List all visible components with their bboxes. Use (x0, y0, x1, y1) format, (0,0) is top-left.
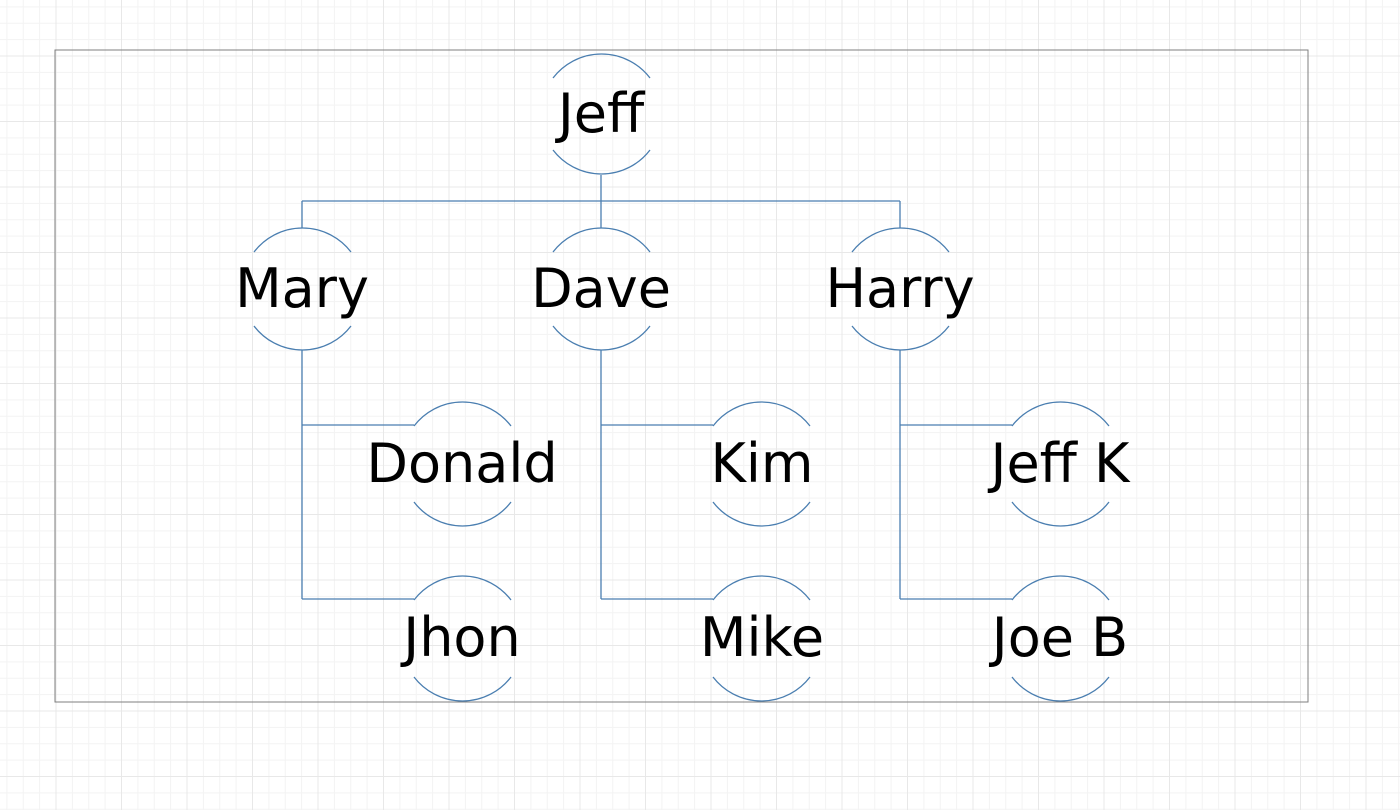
node-donald[interactable]: Donald (366, 401, 558, 527)
connector-mary-reports (301, 350, 414, 600)
node-harry[interactable]: Harry (825, 227, 975, 351)
node-arc-bottom (413, 501, 512, 527)
node-jeff[interactable]: Jeff (552, 53, 651, 175)
node-arc-bottom (552, 149, 651, 175)
connector-root-to-managers (301, 175, 901, 228)
node-mike[interactable]: Mike (700, 575, 824, 702)
node-arc-bottom (413, 676, 512, 702)
node-label: Jhon (400, 606, 520, 669)
node-arc-bottom (253, 325, 352, 351)
node-label: Joe B (989, 606, 1128, 669)
node-label: Dave (531, 257, 671, 320)
node-label: Jeff K (988, 432, 1132, 495)
node-jeff-k[interactable]: Jeff K (988, 401, 1132, 527)
node-arc-top (552, 227, 651, 253)
node-label: Mike (700, 606, 824, 669)
node-arc-top (851, 227, 950, 253)
node-label: Kim (710, 432, 813, 495)
node-arc-top (552, 53, 651, 79)
node-label: Donald (366, 432, 557, 495)
node-arc-bottom (1011, 501, 1110, 527)
node-mary[interactable]: Mary (235, 227, 369, 351)
node-label: Mary (235, 257, 369, 320)
connectors (301, 175, 1012, 600)
node-label: Jeff (555, 82, 646, 145)
node-arc-top (413, 401, 512, 427)
connector-dave-reports (600, 350, 713, 600)
node-arc-top (712, 401, 811, 427)
node-arc-bottom (851, 325, 950, 351)
node-jhon[interactable]: Jhon (400, 575, 521, 702)
node-arc-top (1011, 401, 1110, 427)
node-arc-top (413, 575, 512, 601)
node-arc-bottom (712, 676, 811, 702)
node-arc-top (1011, 575, 1110, 601)
node-arc-bottom (712, 501, 811, 527)
node-arc-bottom (552, 325, 651, 351)
node-joe-b[interactable]: Joe B (989, 575, 1128, 702)
connector-harry-reports (899, 350, 1012, 600)
node-kim[interactable]: Kim (710, 401, 814, 527)
diagram-frame (54, 49, 1309, 703)
node-dave[interactable]: Dave (531, 227, 671, 351)
node-arc-top (712, 575, 811, 601)
node-arc-bottom (1011, 676, 1110, 702)
node-label: Harry (825, 257, 974, 320)
node-arc-top (253, 227, 352, 253)
